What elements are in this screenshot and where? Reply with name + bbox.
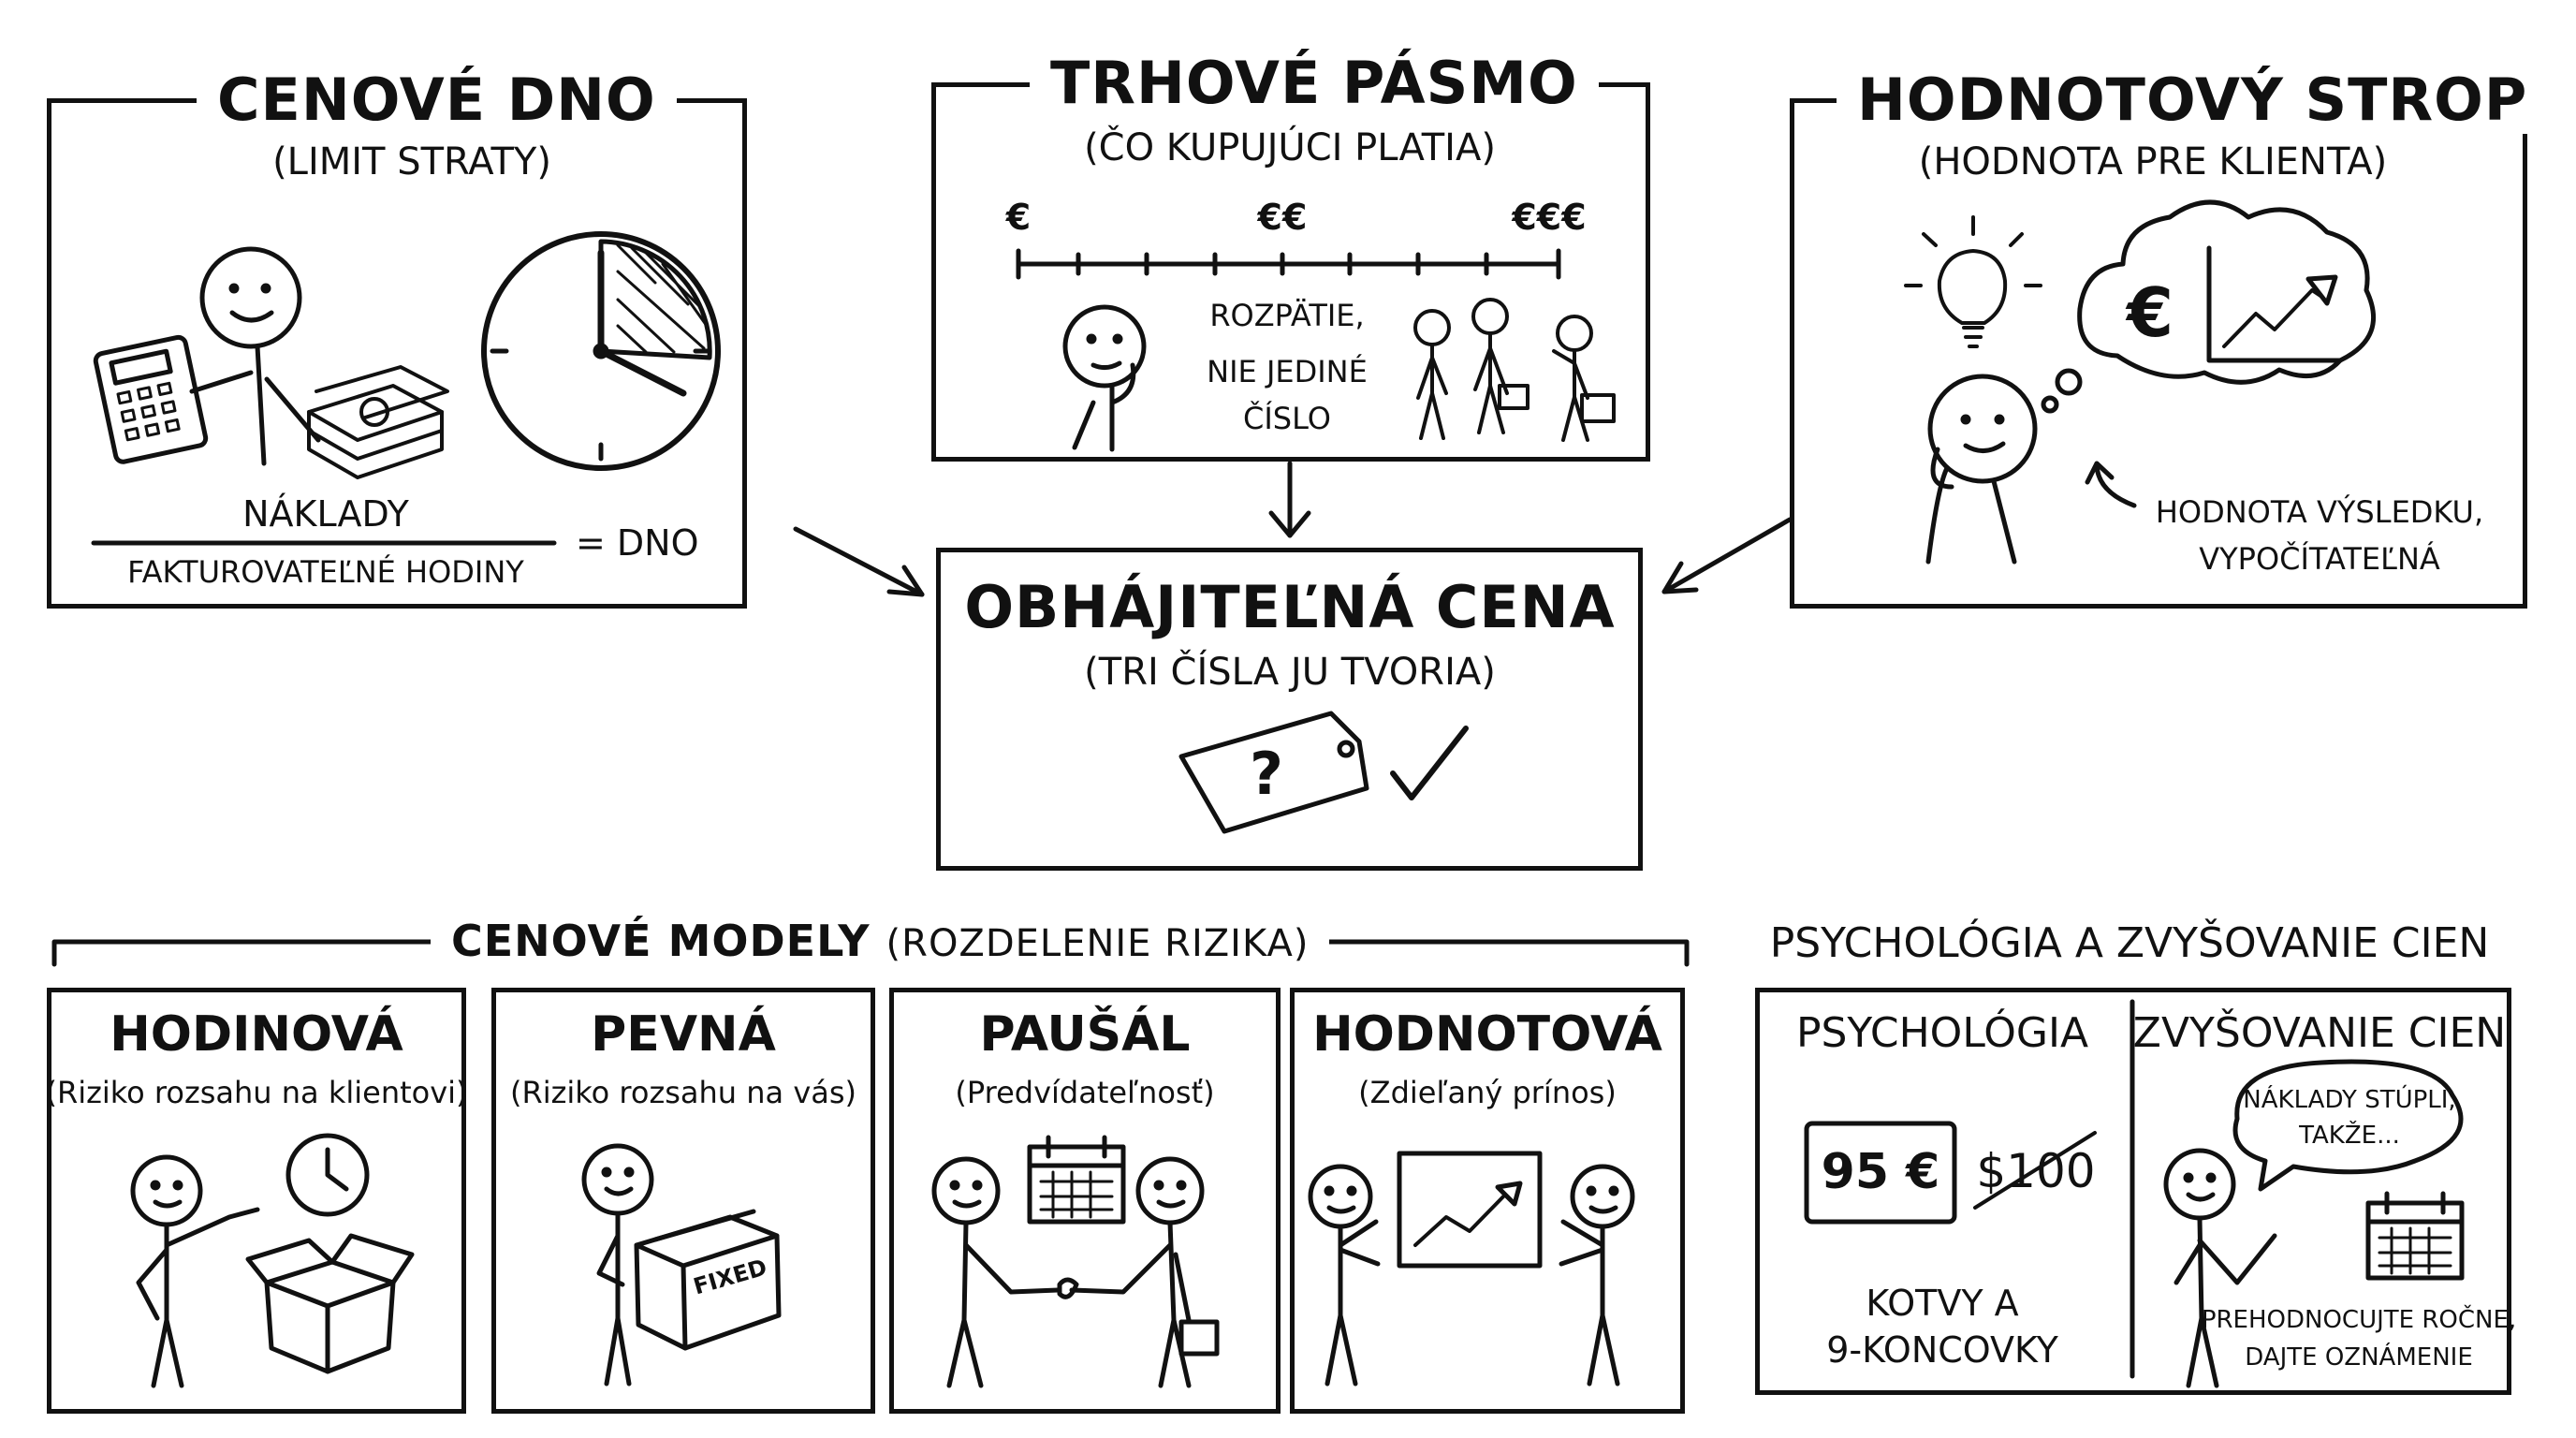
model-box-hourly — [47, 988, 466, 1414]
fixed-box-icon — [634, 1209, 782, 1351]
lightbulb-icon — [1904, 215, 2042, 348]
model-box-fixed — [491, 988, 875, 1414]
person-hourly-figure — [130, 1154, 260, 1388]
arrow-floor-to-center — [793, 526, 925, 597]
center-box — [936, 548, 1643, 871]
floor-numerator: NÁKLADY — [242, 493, 409, 535]
person-fixed-figure — [581, 1143, 654, 1387]
value-sharing-figures — [1308, 1151, 1635, 1387]
cloud-euro-symbol: € — [2127, 273, 2174, 352]
model-desc-hourly: (Riziko rozsahu na klientovi) — [45, 1075, 468, 1110]
ceiling-note-arrow — [2085, 461, 2137, 508]
market-title: TRHOVÉ PÁSMO — [1030, 49, 1599, 117]
model-desc-value: (Zdieľaný prínos) — [1358, 1075, 1617, 1110]
price-strike-line — [1973, 1131, 2097, 1210]
model-desc-fixed: (Riziko rozsahu na vás) — [509, 1075, 857, 1110]
checkmark-icon — [1390, 726, 1469, 800]
psych-header: PSYCHOLÓGIA A ZVYŠOVANIE CIEN — [1769, 919, 2490, 967]
psych-right-note-line1: PREHODNOCUJTE ROČNE, — [2201, 1306, 2517, 1334]
scale-label-low: € — [1005, 197, 1032, 238]
model-title-hourly: HODINOVÁ — [110, 1006, 403, 1063]
calendar-icon-retainer — [1027, 1135, 1126, 1225]
ceiling-note-line2: VYPOČÍTATEĽNÁ — [2199, 541, 2440, 577]
market-note-line3: ČÍSLO — [1243, 401, 1331, 436]
price-old: $100 — [1976, 1144, 2096, 1198]
psych-left-note-line2: 9-KONCOVKY — [1826, 1329, 2058, 1371]
scale-label-high: €€€ — [1512, 197, 1587, 238]
model-title-retainer: PAUŠÁL — [979, 1006, 1191, 1063]
market-note-line2: NIE JEDINÉ — [1207, 354, 1368, 389]
bubble-line2: TAKŽE... — [2299, 1122, 2400, 1150]
model-box-retainer — [889, 988, 1281, 1414]
bubble-line1: NÁKLADY STÚPLI, — [2243, 1086, 2456, 1114]
scale-label-mid: €€ — [1257, 197, 1308, 238]
floor-title: CENOVÉ DNO — [197, 66, 677, 134]
clock-small-icon — [285, 1133, 370, 1217]
money-stack-icon — [307, 365, 449, 479]
psych-left-note-line1: KOTVY A — [1866, 1283, 2019, 1324]
handshake-figures — [931, 1156, 1220, 1388]
person-raise-figure — [2163, 1148, 2277, 1388]
center-subtitle: (TRI ČÍSLA JU TVORIA) — [1084, 651, 1496, 694]
person-thinking-ceiling — [1925, 374, 2038, 565]
model-box-value — [1290, 988, 1685, 1414]
clock-icon — [481, 231, 721, 471]
center-title: OBHÁJITEĽNÁ CENA — [964, 573, 1616, 641]
speech-bubble — [2232, 1059, 2464, 1192]
calendar-icon-raise — [2365, 1191, 2465, 1281]
ceiling-title: HODNOTOVÝ STROP — [1837, 66, 2549, 134]
psych-right-title: ZVYŠOVANIE CIEN — [2132, 1009, 2507, 1057]
thought-cloud — [2041, 199, 2376, 414]
models-header: CENOVÉ MODELY (ROZDELENIE RIZIKA) — [431, 916, 1330, 966]
psych-box — [1755, 988, 2511, 1395]
model-title-fixed: PEVNÁ — [591, 1006, 776, 1063]
buyers-group-figures — [1413, 298, 1616, 442]
price-badge-box — [1804, 1121, 1957, 1225]
floor-denominator: FAKTUROVATEĽNÉ HODINY — [127, 554, 524, 590]
psych-right-note-line2: DAJTE OZNÁMENIE — [2245, 1343, 2473, 1372]
market-subtitle: (ČO KUPUJÚCI PLATIA) — [1084, 126, 1496, 169]
floor-result: = DNO — [576, 522, 699, 564]
open-box-icon — [245, 1233, 415, 1374]
person-thinking-market — [1062, 304, 1147, 452]
tag-question-mark: ? — [1250, 740, 1283, 808]
models-header-rest: (ROZDELENIE RIZIKA) — [886, 922, 1310, 965]
ceiling-subtitle: (HODNOTA PRE KLIENTA) — [1918, 140, 2388, 183]
model-desc-retainer: (Predvídateľnosť) — [955, 1075, 1215, 1110]
calculator-icon — [93, 334, 209, 464]
models-header-bold: CENOVÉ MODELY — [451, 916, 871, 966]
market-note-line1: ROZPÄTIE, — [1209, 298, 1365, 333]
psych-left-title: PSYCHOLÓGIA — [1795, 1009, 2089, 1057]
ceiling-note-line1: HODNOTA VÝSLEDKU, — [2155, 494, 2484, 530]
arrow-market-to-center — [1268, 461, 1311, 538]
floor-subtitle: (LIMIT STRATY) — [272, 140, 551, 183]
arrow-ceiling-to-center — [1661, 517, 1793, 594]
price-tag-icon — [1178, 711, 1369, 834]
price-new: 95 € — [1821, 1144, 1940, 1200]
price-scale-line — [1016, 248, 1561, 280]
model-title-value: HODNOTOVÁ — [1312, 1006, 1662, 1063]
